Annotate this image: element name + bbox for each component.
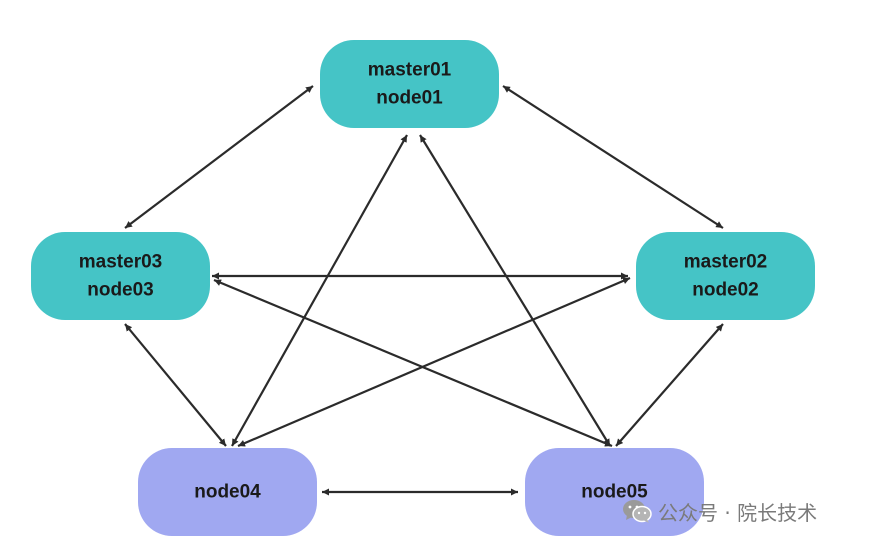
node-box xyxy=(31,232,210,320)
edge-n2-n4 xyxy=(237,276,631,448)
node-label: node03 xyxy=(87,280,154,301)
node-n1: master01 node01 xyxy=(320,40,499,128)
watermark: 公众号 · 院长技术 xyxy=(622,497,817,525)
node-n2: master02 node02 xyxy=(636,232,815,320)
node-label: node04 xyxy=(194,482,261,503)
node-box xyxy=(636,232,815,320)
wechat-icon xyxy=(623,500,652,523)
node-n3: master03 node03 xyxy=(31,232,210,320)
node-label: node05 xyxy=(581,482,648,503)
edge-n1-n2 xyxy=(502,85,724,229)
node-box xyxy=(138,448,317,536)
edge-n1-n3 xyxy=(124,85,314,229)
node-label: master02 xyxy=(684,252,767,273)
node-box xyxy=(525,448,704,536)
edge-n3-n5 xyxy=(213,278,613,448)
edge-n1-n5 xyxy=(419,134,611,447)
node-label: master03 xyxy=(79,252,162,273)
edge-n2-n5 xyxy=(615,323,724,447)
node-label: node02 xyxy=(692,280,759,301)
node-label: master01 xyxy=(368,60,452,81)
edge-n1-n4 xyxy=(231,134,408,447)
node-n5: node05 xyxy=(525,448,704,536)
watermark-text: 公众号 · 院长技术 xyxy=(658,500,818,525)
node-label: node01 xyxy=(376,88,443,109)
node-box xyxy=(320,40,499,128)
edges-group xyxy=(124,85,724,496)
nodes-group: master01 node01 master02 node02 master03 node… xyxy=(31,40,815,536)
node-n4: node04 xyxy=(138,448,317,536)
edge-n3-n4 xyxy=(124,323,227,447)
